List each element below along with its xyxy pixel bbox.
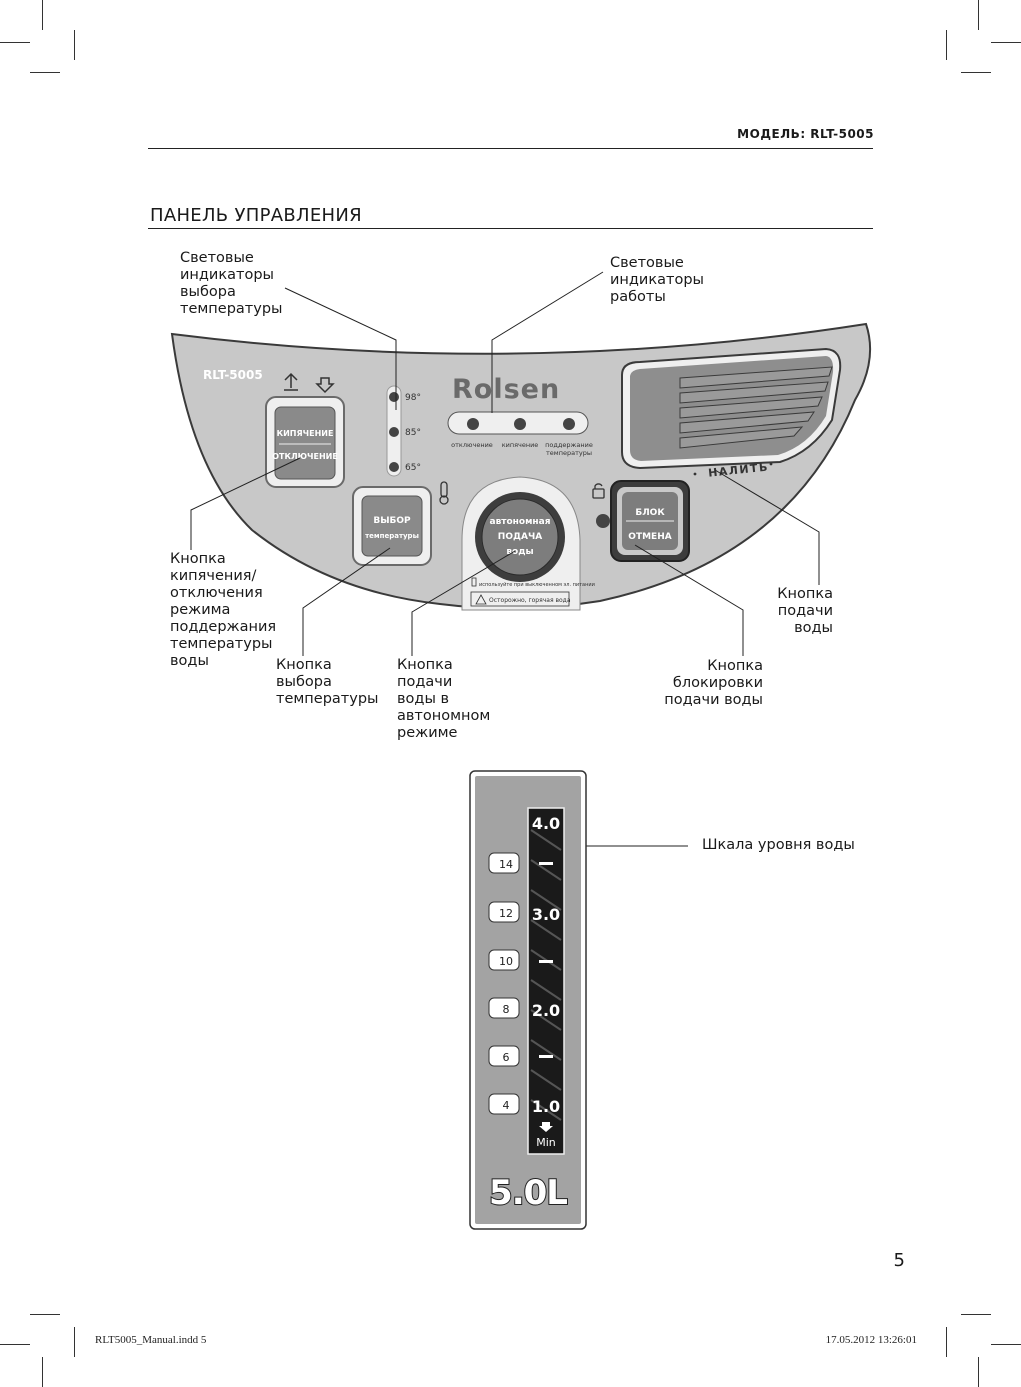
crop-mark <box>991 1344 1021 1345</box>
lock-button-label-top: БЛОК <box>635 508 665 518</box>
leader-lines <box>190 271 820 847</box>
temp-label-65: 65° <box>405 463 421 473</box>
brand-logo: Rolsen <box>452 374 560 405</box>
cup-label-6: 6 <box>503 1051 510 1064</box>
scale-level-1-0: 1.0 <box>532 1097 560 1116</box>
boil-button-label-top: КИПЯЧЕНИЕ <box>277 429 334 438</box>
kettle-icon <box>284 372 298 391</box>
select-button-label-top: ВЫБОР <box>373 516 411 526</box>
section-rule <box>148 228 873 229</box>
auto-button-label-1: автономная <box>490 517 551 527</box>
scale-min-label: Min <box>536 1136 556 1149</box>
temp-label-98: 98° <box>405 393 421 403</box>
work-led-off <box>467 418 479 430</box>
callout-work-indicators: Световые индикаторы работы <box>610 255 704 305</box>
cup-icons <box>488 852 520 1115</box>
crop-mark <box>74 1327 75 1357</box>
pour-arrow-icon <box>315 377 335 394</box>
crop-mark <box>0 1344 30 1345</box>
footer-file: RLT5005_Manual.indd 5 <box>95 1334 207 1346</box>
crop-mark <box>30 1314 60 1315</box>
crop-mark <box>946 30 947 60</box>
section-title: ПАНЕЛЬ УПРАВЛЕНИЯ <box>150 205 362 226</box>
auto-dispense-button <box>481 498 559 576</box>
scale-window <box>527 807 565 1155</box>
callout-temp-indicators: Световые индикаторы выбора температуры <box>180 250 283 317</box>
min-arrow-icon <box>539 1122 553 1132</box>
crop-mark <box>961 1314 991 1315</box>
warning-icon <box>475 594 487 605</box>
select-temperature-button <box>361 495 423 557</box>
crop-mark <box>0 42 30 43</box>
notice-small: используйте при выключенном эл. питании <box>479 581 595 588</box>
warning-text: Осторожно, горячая вода <box>489 597 571 604</box>
boil-button <box>274 406 336 480</box>
indicator-label-keep-2: температуры <box>546 449 592 457</box>
crop-mark <box>946 1327 947 1357</box>
cup-label-12: 12 <box>499 907 513 920</box>
battery-icon <box>471 577 477 587</box>
header-rule <box>148 148 873 149</box>
crop-mark <box>961 72 991 73</box>
indicator-label-keep: поддержание <box>545 441 593 449</box>
temp-led-85 <box>389 427 399 437</box>
boil-button-label-bottom: ОТКЛЮЧЕНИЕ <box>272 452 338 461</box>
crop-mark <box>991 42 1021 43</box>
callout-boil-button: Кнопка кипячения/ отключения режима подд… <box>170 551 277 669</box>
scale-tick-1-5 <box>539 1055 553 1058</box>
crop-mark <box>30 72 60 73</box>
cup-label-14: 14 <box>499 858 513 871</box>
work-led-keep <box>563 418 575 430</box>
pour-button-ridges <box>679 366 833 449</box>
crop-mark <box>42 0 43 30</box>
lock-icon <box>592 483 605 499</box>
temp-led-65 <box>389 462 399 472</box>
callout-scale: Шкала уровня воды <box>702 837 855 853</box>
panel-model-label: RLT-5005 <box>203 368 263 382</box>
indicator-label-off: отключение <box>451 441 493 449</box>
crop-mark <box>74 30 75 60</box>
crop-mark <box>42 1357 43 1387</box>
thermometer-icon <box>439 481 449 505</box>
auto-button-label-2: ПОДАЧА <box>498 532 542 542</box>
crop-mark <box>978 0 979 30</box>
model-header: МОДЕЛЬ: RLT-5005 <box>737 127 874 141</box>
lock-button-label-bottom: ОТМЕНА <box>628 532 671 542</box>
callout-lock-button: Кнопка блокировки подачи воды <box>664 658 763 708</box>
warning-box <box>470 591 570 607</box>
callout-auto-button: Кнопка подачи воды в автономном режиме <box>397 657 491 741</box>
select-button-label-bottom: температуры <box>365 532 419 540</box>
callout-pour-button: Кнопка подачи воды <box>777 586 833 636</box>
footer-timestamp: 17.05.2012 13:26:01 <box>825 1334 917 1346</box>
page-number: 5 <box>893 1250 905 1271</box>
temp-led-98 <box>389 392 399 402</box>
work-led-boil <box>514 418 526 430</box>
scale-level-3-0: 3.0 <box>532 905 560 924</box>
lock-led <box>596 514 610 528</box>
cup-label-10: 10 <box>499 955 513 968</box>
scale-level-2-0: 2.0 <box>532 1001 560 1020</box>
scale-capacity: 5.0L <box>489 1173 567 1213</box>
scale-tick-2-5 <box>539 960 553 963</box>
callout-select-button: Кнопка выбора температуры <box>276 657 379 707</box>
scale-tick-3-5 <box>539 862 553 865</box>
auto-button-label-3: воды <box>506 547 533 557</box>
indicator-label-boil: кипячение <box>502 441 539 449</box>
crop-mark <box>978 1357 979 1387</box>
temp-label-85: 85° <box>405 428 421 438</box>
scale-level-4-0: 4.0 <box>532 814 560 833</box>
cup-label-8: 8 <box>503 1003 510 1016</box>
cup-label-4: 4 <box>503 1099 510 1112</box>
